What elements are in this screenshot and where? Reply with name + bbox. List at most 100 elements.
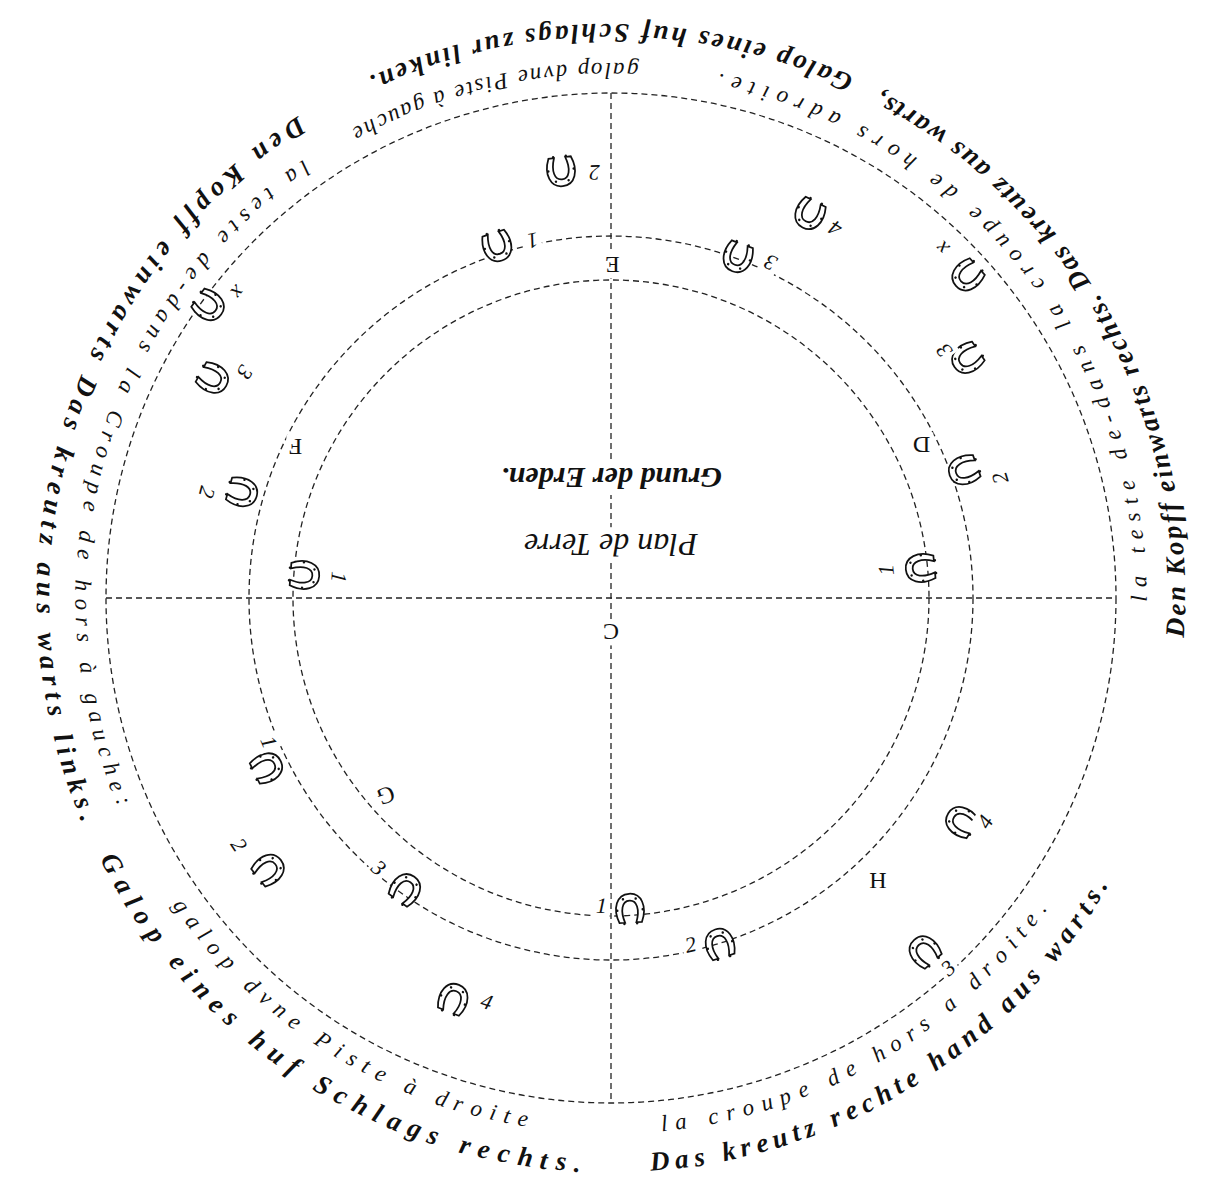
arc-letter: r (976, 957, 999, 980)
step-number: 2 (986, 466, 1014, 489)
arc-letter: h (581, 19, 597, 47)
arc-letter: n (1073, 358, 1099, 378)
arc-letter: g (537, 22, 554, 50)
horseshoe-outline (435, 980, 471, 1017)
arc-letter: e (41, 480, 70, 497)
arc-letter: r (1014, 260, 1038, 281)
nail-hole (192, 300, 195, 303)
nail-hole (277, 767, 280, 770)
arc-letter: a (937, 991, 961, 1016)
nail-hole (248, 500, 251, 503)
arc-letter: u (88, 726, 113, 743)
arc-letter: d (162, 290, 187, 312)
arc-letter: l (369, 1100, 387, 1128)
nail-hole (981, 269, 985, 273)
nail-hole (820, 202, 823, 205)
arc-letter: e (105, 777, 130, 795)
horseshoe-print (287, 560, 320, 590)
nail-hole (271, 756, 274, 759)
step-number: 2 (192, 481, 220, 504)
step-number: 1 (521, 226, 543, 253)
arc-letter (109, 395, 132, 409)
arc-letter: p (216, 950, 241, 974)
horseshoe-print (435, 980, 472, 1019)
arc-letter (54, 432, 82, 446)
arc-letter: o (91, 444, 116, 461)
nail-hole (622, 898, 625, 901)
nail-hole (636, 922, 639, 925)
arc-letter: P (492, 69, 511, 94)
arc-letter: e (1151, 478, 1180, 495)
arc-letter: e (1018, 908, 1042, 930)
arc-letter: s (853, 121, 872, 145)
arc-letter: t (39, 689, 67, 701)
arc-letter: s (219, 1004, 245, 1031)
arc-letter: r (451, 1091, 466, 1116)
arc-letter: a (823, 106, 843, 132)
arc-letter (707, 1141, 719, 1169)
horseshoe-print (247, 748, 287, 787)
arc-letter: e (1123, 528, 1147, 541)
step-number: 2 (223, 831, 253, 859)
horseshoe-print (615, 893, 645, 926)
point-letter: E (602, 252, 623, 278)
horseshoe-outline (947, 256, 987, 296)
arc-letter: t (745, 77, 757, 101)
arc-letter: a (35, 655, 63, 672)
arc-letter: à (401, 1074, 420, 1100)
arc-letter: p (82, 481, 107, 497)
arc-letter: e (728, 73, 743, 98)
nail-hole (312, 581, 315, 584)
nail-hole (933, 942, 937, 946)
arc-letter: g (80, 691, 105, 707)
horseshoe-outline (702, 925, 737, 961)
arc-letter: s (31, 603, 58, 614)
arc-letter: s (343, 1046, 362, 1070)
nail-hole (955, 478, 958, 481)
nail-hole (228, 481, 231, 484)
arc-letter: l (660, 1112, 669, 1136)
nail-hole (440, 994, 443, 997)
arc-letter: i (52, 743, 80, 757)
arc-letter: i (487, 1101, 498, 1125)
nail-hole (739, 267, 742, 270)
arc-letter (1059, 330, 1082, 346)
nail-hole (483, 247, 486, 250)
nail-hole (572, 167, 575, 170)
arc-letter: K (1162, 556, 1190, 576)
nail-hole (289, 566, 292, 569)
arc-letter: l (122, 365, 146, 381)
nail-hole (255, 778, 258, 781)
arc-letter: u (31, 582, 58, 597)
arc-letter: d (555, 60, 569, 84)
arc-letter: u (769, 1123, 791, 1153)
arc-letter: o (1161, 540, 1189, 556)
step-number: x (224, 278, 253, 306)
arc-letter: . (573, 1149, 581, 1176)
arc-letter: z (34, 533, 62, 546)
arc-letter: l (570, 19, 579, 46)
arc-caption: Galop eines huf Schlags rechts. (89, 842, 599, 1185)
arc-letter: a (673, 1109, 687, 1133)
arc-letter: i (1000, 933, 1022, 953)
arc-letter: d (432, 1085, 450, 1110)
nail-hole (493, 256, 496, 259)
arc-letter: n (56, 755, 86, 777)
arc-letter: a (383, 1106, 406, 1136)
arc-letter: - (1096, 412, 1120, 427)
arc-letter: r (790, 92, 807, 117)
arc-letter: . (715, 70, 725, 94)
horseshoe-outline (250, 849, 290, 889)
nail-hole (748, 259, 751, 262)
arc-letter (128, 353, 151, 368)
arc-letter: c (330, 1081, 353, 1110)
horseshoe-outline (249, 748, 287, 786)
arc-letter: o (772, 86, 790, 111)
arc-letter: d (962, 969, 986, 994)
nail-hole (271, 856, 275, 860)
nail-hole (440, 1009, 443, 1012)
arc-caption: galop dvne Piste à droite (160, 884, 545, 1141)
nail-hole (236, 503, 239, 506)
arc-letter: e (1115, 478, 1140, 493)
